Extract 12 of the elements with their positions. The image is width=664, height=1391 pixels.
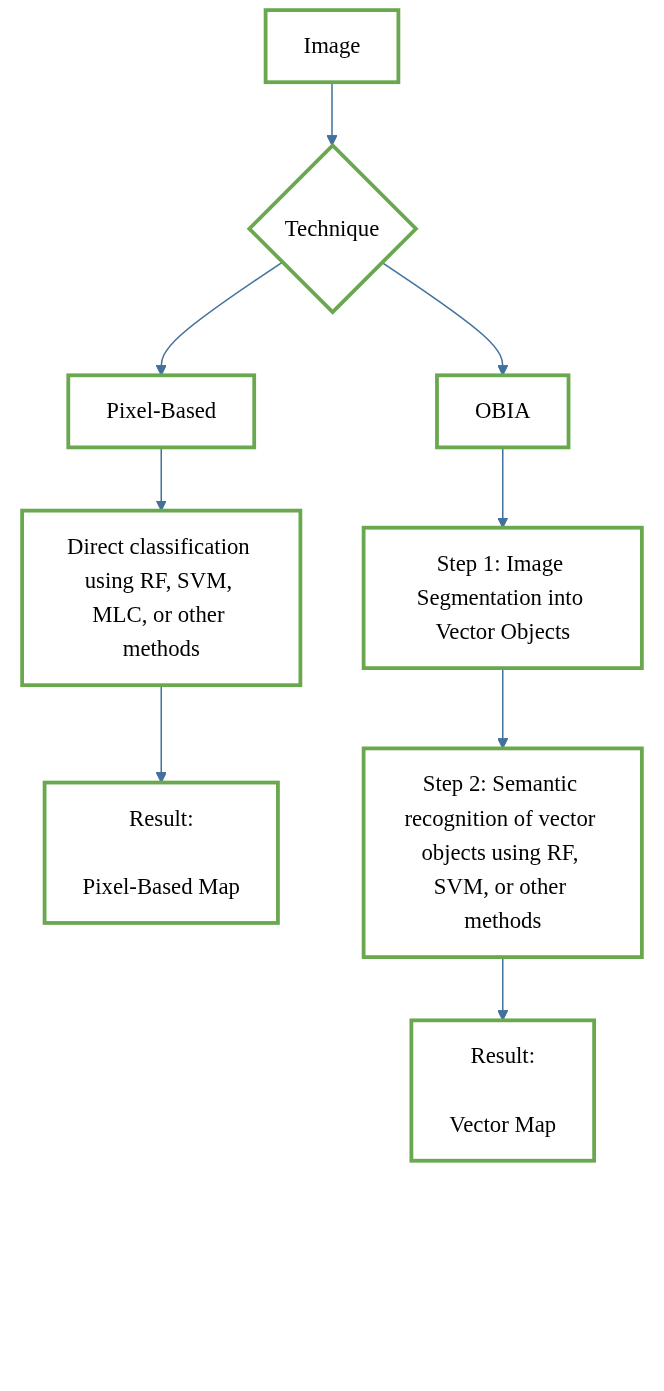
node-box [66,373,257,450]
node-box [42,780,280,925]
node-box [263,8,401,85]
node-box [409,1018,596,1163]
node-box [435,373,571,450]
arrow [155,261,283,376]
flowchart: Image Technique Pixel-Based OBIA Direct classification using RF, SVM, MLC, or other methods Step 1: Image Segmentation into Vector Objects Result: Pixel-Based Map Step 2: Semantic recognition of vector objects using RF, SVM, or other methods Result: Vector Map [12,0,652,1171]
node-box [20,508,303,688]
arrow [381,261,509,376]
node-diamond [246,142,419,315]
node-box [361,746,644,959]
node-box [361,525,644,670]
